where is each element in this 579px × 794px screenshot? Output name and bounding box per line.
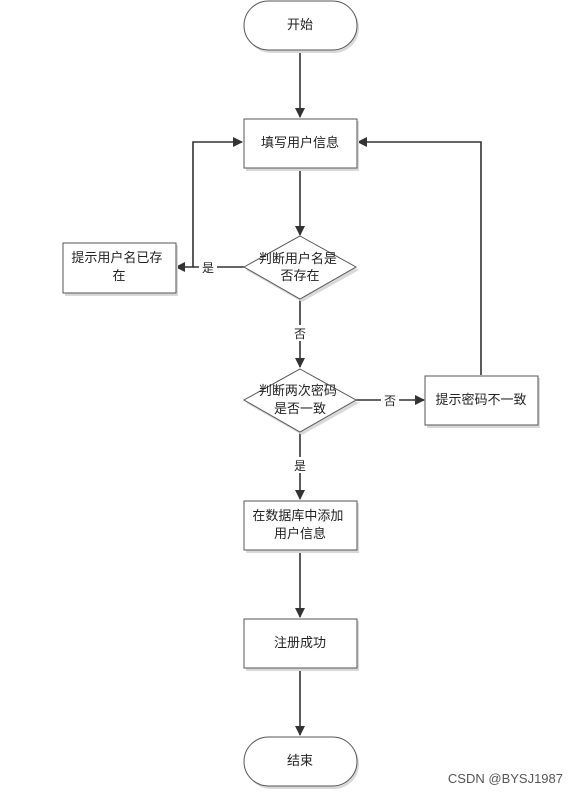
password-mismatch-process-shape	[424, 375, 539, 426]
username-exists-node: 提示用户名已存 在	[62, 242, 177, 294]
start-terminator-shape	[243, 0, 358, 51]
start-node: 开始	[243, 0, 358, 51]
fill-info-label: 填写用户信息	[261, 135, 339, 151]
start-label: 开始	[287, 18, 313, 33]
password-mismatch-node: 提示密码不一致	[424, 375, 539, 426]
password-mismatch-label: 提示密码不一致	[435, 392, 526, 408]
svg-text:判断两次密码 是否一致: 判断两次密码 是否一致	[259, 383, 341, 417]
end-label: 结束	[287, 754, 313, 769]
svg-text:结束: 结束	[287, 754, 313, 769]
add-to-db-node: 在数据库中添加 用户信息	[243, 500, 358, 551]
register-success-label: 注册成功	[274, 636, 326, 651]
svg-text:填写用户信息: 填写用户信息	[261, 135, 339, 151]
edge-label-username-no: 否	[294, 327, 306, 341]
svg-text:提示密码不一致: 提示密码不一致	[435, 392, 526, 408]
register-success-process-shape	[243, 618, 358, 669]
svg-text:开始: 开始	[287, 18, 313, 33]
username-exists-label-line2: 在	[112, 269, 125, 284]
edge-mismatch-back-to-fill	[357, 137, 482, 375]
register-success-node: 注册成功	[243, 618, 358, 669]
end-terminator-shape	[243, 736, 358, 787]
check-username-node: 判断用户名是 否存在	[242, 235, 358, 300]
edge-labels: 是 否 否 是	[199, 259, 399, 473]
watermark-text: CSDN @BYSJ1987	[448, 771, 563, 786]
add-to-db-process-shape	[243, 500, 358, 551]
fill-info-process-shape	[243, 118, 358, 169]
end-node: 结束	[243, 736, 358, 787]
check-password-label-line1: 判断两次密码	[259, 383, 337, 399]
svg-text:注册成功: 注册成功	[274, 636, 326, 651]
svg-text:判断用户名是 否存在: 判断用户名是 否存在	[259, 251, 341, 284]
fill-info-node: 填写用户信息	[243, 118, 358, 169]
svg-text:提示用户名已存 在: 提示用户名已存 在	[71, 250, 166, 284]
check-username-decision-shape	[242, 235, 358, 300]
username-exists-label-line1: 提示用户名已存	[71, 250, 162, 266]
edge-label-password-yes: 是	[294, 459, 306, 473]
edge-label-password-no: 否	[384, 394, 396, 408]
add-to-db-label-line2: 用户信息	[274, 526, 326, 542]
check-password-label-line2: 是否一致	[274, 402, 326, 417]
svg-text:在数据库中添加 用户信息: 在数据库中添加 用户信息	[252, 508, 347, 542]
username-exists-process-shape	[62, 242, 177, 294]
add-to-db-label-line1: 在数据库中添加	[252, 508, 343, 524]
edge-label-username-yes: 是	[202, 261, 214, 275]
check-password-node: 判断两次密码 是否一致	[242, 368, 358, 433]
check-username-label-line1: 判断用户名是	[259, 251, 337, 267]
check-password-decision-shape	[242, 368, 358, 433]
check-username-label-line2: 否存在	[280, 269, 319, 284]
edge-exists-back-to-fill	[192, 137, 243, 267]
